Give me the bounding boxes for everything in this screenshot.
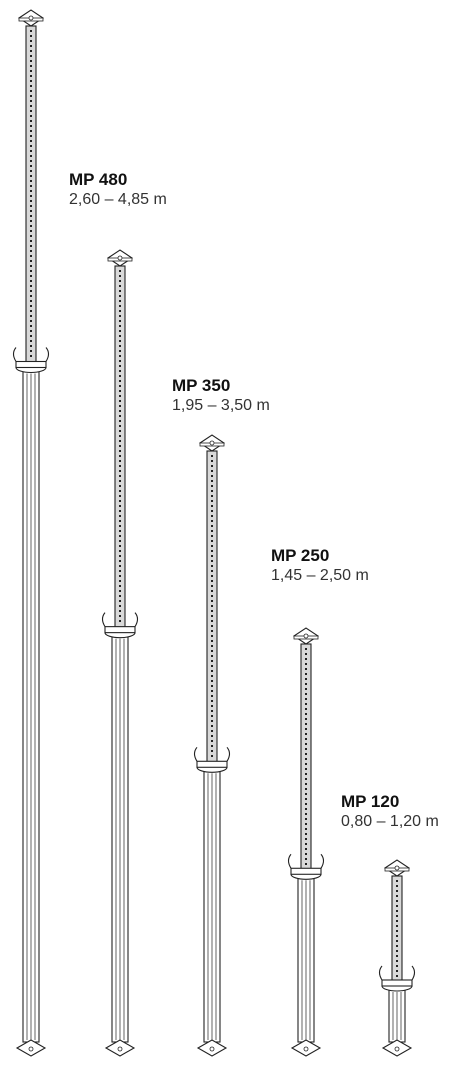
base-hole <box>117 1046 123 1052</box>
collar-ring <box>290 867 322 875</box>
prop-range: 0,80 – 1,20 m <box>341 813 439 830</box>
collar-handles <box>101 612 139 627</box>
collar-ring <box>104 626 136 634</box>
prop-name: MP 350 <box>172 376 231 395</box>
base-hole <box>209 1046 215 1052</box>
collar-ring <box>381 979 413 987</box>
collar-handles <box>12 347 50 362</box>
prop-mp480 <box>12 9 50 1057</box>
label-mp250: MP 250 1,45 – 2,50 m <box>271 547 369 584</box>
collar-ring <box>15 360 47 369</box>
head-hole <box>28 15 34 21</box>
prop-name: MP 120 <box>341 792 400 811</box>
label-mp120: MP 120 0,80 – 1,20 m <box>341 793 439 830</box>
prop-mp350 <box>101 249 139 1057</box>
prop-range: 2,60 – 4,85 m <box>69 191 167 208</box>
collar-ring <box>196 760 228 768</box>
collar-handles <box>287 853 325 869</box>
head-hole <box>209 440 215 446</box>
prop-range: 1,95 – 3,50 m <box>172 397 270 414</box>
collar-handles <box>193 746 231 762</box>
prop-range: 1,45 – 2,50 m <box>271 567 369 584</box>
head-hole <box>117 255 123 261</box>
label-mp480: MP 480 2,60 – 4,85 m <box>69 171 167 208</box>
inner-tube <box>25 25 37 371</box>
prop-name: MP 250 <box>271 546 330 565</box>
base-hole <box>394 1046 400 1052</box>
prop-mp250 <box>193 434 231 1057</box>
prop-mp120-drawing <box>378 859 416 1057</box>
prop-name: MP 480 <box>69 170 128 189</box>
head-hole <box>394 865 400 871</box>
head-hole <box>303 633 309 639</box>
label-mp350: MP 350 1,95 – 3,50 m <box>172 377 270 414</box>
collar-handles <box>378 965 416 981</box>
base-hole <box>28 1046 34 1052</box>
prop-mp120 <box>287 627 325 1057</box>
base-hole <box>303 1046 309 1052</box>
